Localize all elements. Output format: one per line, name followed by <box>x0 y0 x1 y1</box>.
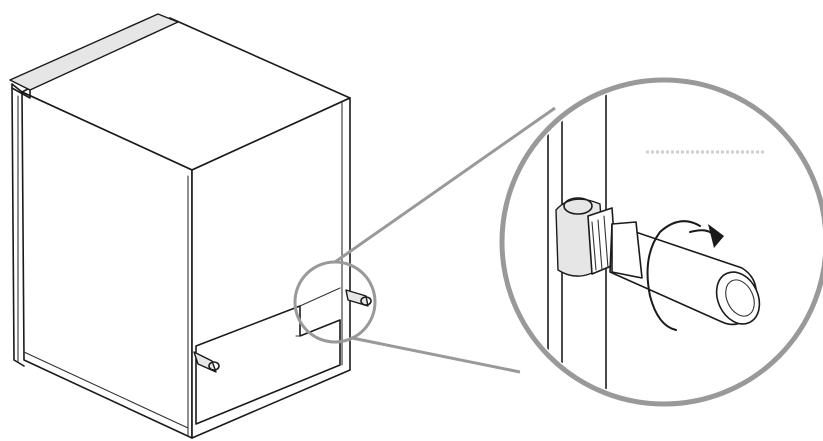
zoom-connector-bottom <box>351 336 521 374</box>
door-edge <box>11 83 25 367</box>
rear-leveling-leg <box>345 289 372 307</box>
refrigerator <box>9 13 372 439</box>
rotation-arrow <box>646 220 724 331</box>
top-hinge <box>9 13 179 91</box>
leveling-leg-magnified <box>555 197 761 326</box>
zoom-callout <box>293 77 823 407</box>
zoom-connector-top <box>334 106 556 264</box>
rotation-arrowhead <box>708 224 724 248</box>
front-leveling-leg <box>193 351 220 373</box>
